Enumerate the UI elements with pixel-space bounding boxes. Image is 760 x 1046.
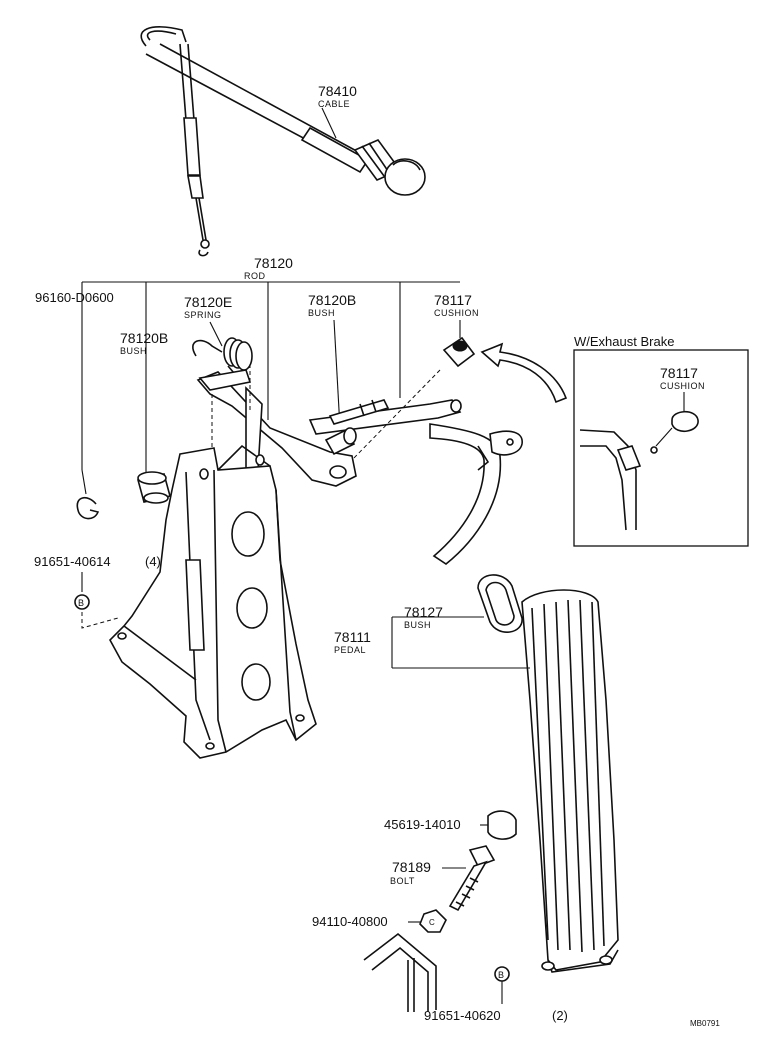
bolt-upper-part-number: 91651-40614	[34, 554, 111, 569]
rod-part-name: ROD	[244, 271, 266, 281]
pedal-part-number: 78111	[334, 629, 371, 645]
bolt-lower-marker-symbol: B	[498, 970, 504, 980]
pedal-bracket-drawing	[109, 444, 317, 759]
pedal-part-name: PEDAL	[334, 645, 366, 655]
bush-mid-part-number: 78120B	[308, 292, 356, 308]
pedal-callout-bracket	[391, 617, 530, 669]
bush-left-drawing	[137, 471, 171, 504]
bush-mid-part-name: BUSH	[308, 308, 335, 318]
rod-drawing	[196, 369, 523, 565]
cushion-part-name: CUSHION	[434, 308, 479, 318]
inset-cushion-part-name: CUSHION	[660, 381, 705, 391]
bush-left-part-number: 78120B	[120, 330, 168, 346]
inset-cushion-part-number: 78117	[660, 365, 698, 381]
clip-drawing	[76, 497, 100, 520]
cushion-drawing	[442, 336, 476, 368]
bolt-drawing	[448, 845, 496, 912]
pedal-bush-part-name: BUSH	[404, 620, 431, 630]
nut-part-number: 94110-40800	[312, 914, 388, 929]
inset-title: W/Exhaust Brake	[574, 334, 674, 349]
inset-arrow	[480, 342, 568, 404]
pedal-drawing	[521, 589, 619, 973]
rod-part-number: 78120	[254, 255, 293, 271]
cap-part-number: 45619-14010	[384, 817, 461, 832]
bolt-part-number: 78189	[392, 859, 431, 875]
drawing-code: MB0791	[690, 1019, 720, 1028]
spring-part-name: SPRING	[184, 310, 222, 320]
cable-78410-drawing	[140, 26, 426, 257]
rod-callout-bracket	[81, 281, 460, 480]
clip-part-number: 96160-D0600	[35, 290, 114, 305]
cushion-part-number: 78117	[434, 292, 472, 308]
cable-part-name: CABLE	[318, 99, 350, 109]
cable-part-number: 78410	[318, 83, 357, 99]
bolt-lower-quantity: (2)	[552, 1008, 568, 1023]
bolt-upper-marker-icon	[74, 594, 90, 610]
bolt-lower-part-number: 91651-40620	[424, 1008, 501, 1023]
spring-part-number: 78120E	[184, 294, 232, 310]
pedal-bush-part-number: 78127	[404, 604, 443, 620]
bolt-part-name: BOLT	[390, 876, 415, 886]
floor-mount-drawing	[363, 932, 437, 1012]
cap-drawing	[487, 810, 517, 840]
exhaust-brake-inset: W/Exhaust Brake 78117 CUSHION	[573, 334, 749, 547]
nut-marker-symbol: C	[429, 918, 435, 927]
bolt-upper-marker-symbol: B	[78, 598, 84, 608]
bush-left-part-name: BUSH	[120, 346, 147, 356]
bolt-upper-quantity: (4)	[145, 554, 161, 569]
nut-drawing: C	[419, 909, 447, 933]
pedal-bush-drawing	[477, 574, 523, 633]
